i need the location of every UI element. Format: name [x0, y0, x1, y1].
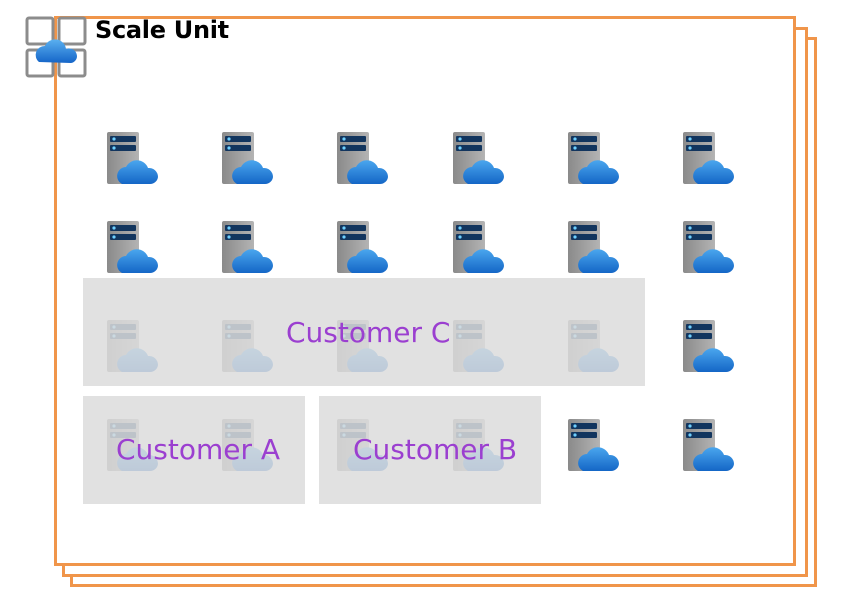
server-cloud-icon [221, 132, 275, 186]
server-cloud-icon [567, 221, 621, 275]
server-cloud-icon [106, 132, 160, 186]
server-cloud-icon [567, 132, 621, 186]
server-cloud-icon [336, 132, 390, 186]
customer-a-label: Customer A [116, 433, 281, 466]
scale-unit-title: Scale Unit [95, 16, 229, 44]
server-cloud-icon [682, 221, 736, 275]
customer-c-label: Customer C [286, 316, 451, 349]
server-cloud-icon [682, 132, 736, 186]
server-cloud-icon [336, 221, 390, 275]
customer-b-panel [319, 396, 541, 504]
scale-unit-cloud-grid-icon [25, 16, 87, 78]
server-cloud-icon [452, 221, 506, 275]
customer-a-panel [83, 396, 305, 504]
server-cloud-icon [567, 419, 621, 473]
server-cloud-icon [106, 221, 160, 275]
server-cloud-icon [682, 320, 736, 374]
server-cloud-icon [221, 221, 275, 275]
server-cloud-icon [452, 132, 506, 186]
customer-b-label: Customer B [353, 433, 518, 466]
server-cloud-icon [682, 419, 736, 473]
customer-c-panel [83, 278, 645, 386]
